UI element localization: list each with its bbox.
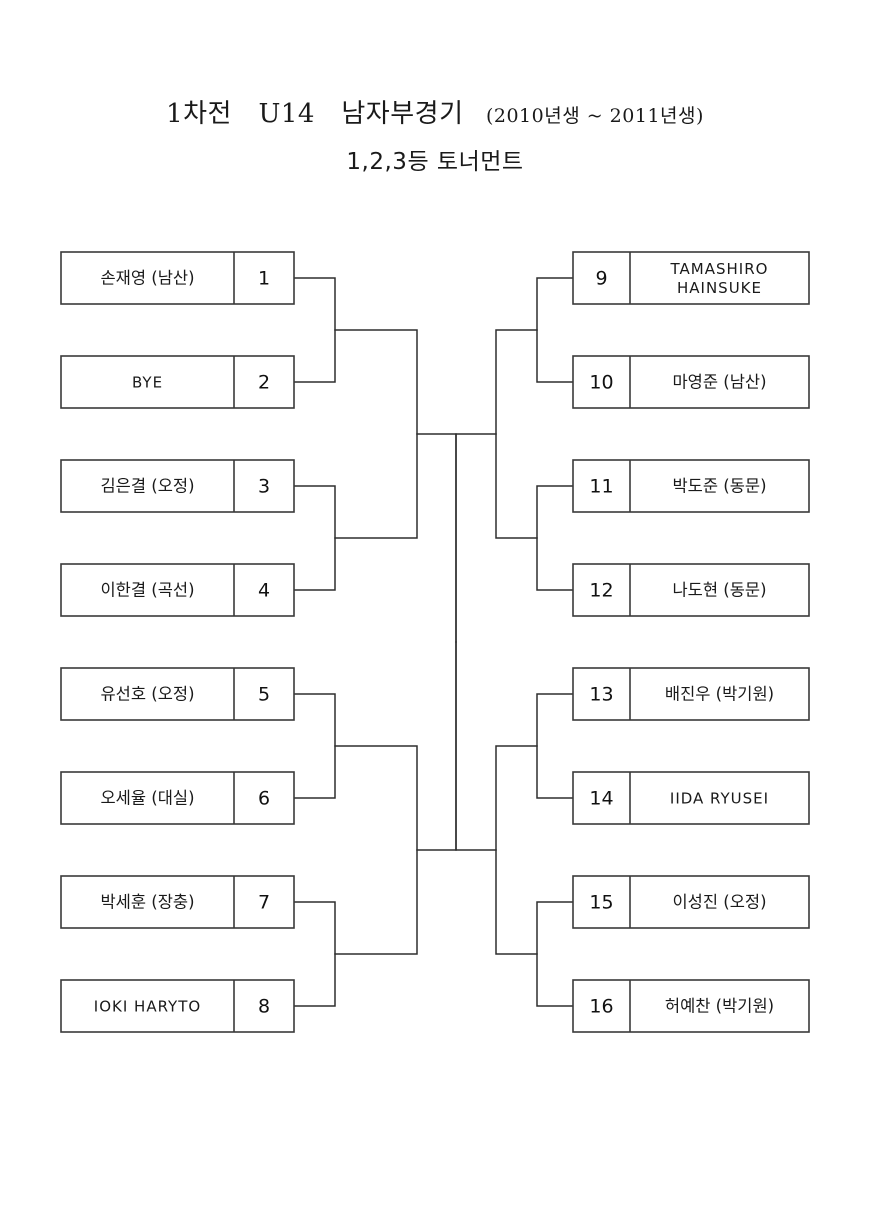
slot-player-name: IOKI HARYTO [94, 998, 201, 1016]
connector-left-round2 [334, 745, 418, 955]
slot-player-name: 김은결 (오정) [100, 477, 194, 496]
slot-box-outline [60, 771, 295, 825]
connector-left-round3 [416, 433, 457, 851]
slot-box-outline [60, 875, 295, 929]
bracket-slot[interactable]: 15 이성진 (오정) [572, 875, 810, 929]
slot-player-name: TAMASHIRO [670, 260, 769, 278]
slot-box-outline [572, 979, 810, 1033]
slot-box-outline [572, 459, 810, 513]
slot-player-name: 오세율 (대실) [100, 789, 194, 808]
slot-box-outline [60, 251, 295, 305]
bracket-slot[interactable]: 1 손재영 (남산) [60, 251, 295, 305]
slot-box-outline [60, 355, 295, 409]
slot-seed-number: 4 [258, 580, 270, 602]
connector-right-round1 [536, 693, 574, 799]
slot-box-outline [572, 875, 810, 929]
slot-seed-number: 3 [258, 476, 270, 498]
slot-box-outline [572, 563, 810, 617]
connector-right-round1 [536, 901, 574, 1007]
bracket-slot[interactable]: 4 이한결 (곡선) [60, 563, 295, 617]
slot-seed-number: 5 [258, 684, 270, 706]
connector-left-round1 [293, 901, 336, 1007]
slot-seed-number: 10 [589, 372, 613, 394]
slot-player-name: IIDA RYUSEI [670, 790, 769, 808]
slot-player-name: 손재영 (남산) [100, 269, 194, 288]
title-division: U14 [258, 99, 315, 129]
bracket-slot[interactable]: 13 배진우 (박기원) [572, 667, 810, 721]
title-line-primary: 1차전 U14 남자부경기 (2010년생 ~ 2011년생) [0, 98, 870, 131]
bracket-connector-lines [293, 277, 574, 1007]
bracket-slot[interactable]: 7 박세훈 (장충) [60, 875, 295, 929]
bracket-slot[interactable]: 14 IIDA RYUSEI [572, 771, 810, 825]
slot-seed-number: 9 [595, 268, 607, 290]
slot-player-name: 박도준 (동문) [672, 477, 766, 496]
slot-seed-number: 13 [589, 684, 613, 706]
connector-right-round3 [455, 433, 497, 851]
slot-player-name: 유선호 (오정) [100, 685, 194, 704]
bracket-slot[interactable]: 8 IOKI HARYTO [60, 979, 295, 1033]
slot-seed-number: 11 [589, 476, 613, 498]
title-event: 남자부경기 [341, 99, 464, 129]
connector-right-round1 [536, 485, 574, 591]
title-prefix: 1차전 [166, 99, 232, 129]
connector-right-round2 [495, 329, 538, 539]
slot-seed-number: 8 [258, 996, 270, 1018]
slot-box-outline [572, 355, 810, 409]
bracket-slot-boxes: 1 손재영 (남산) 2 BYE 3 김은결 (오정) 4 이한결 (곡선) 5 유선호 (오정)… [60, 251, 810, 1033]
bracket-slot[interactable]: 10 마영준 (남산) [572, 355, 810, 409]
bracket-slot[interactable]: 12 나도현 (동문) [572, 563, 810, 617]
title-age-range: (2010년생 ~ 2011년생) [485, 105, 704, 127]
bracket-slot[interactable]: 3 김은결 (오정) [60, 459, 295, 513]
bracket-slot[interactable]: 11 박도준 (동문) [572, 459, 810, 513]
slot-box-outline [572, 771, 810, 825]
slot-box-outline [572, 251, 810, 305]
slot-player-name: 배진우 (박기원) [665, 685, 774, 704]
slot-box-outline [572, 667, 810, 721]
slot-player-name: HAINSUKE [677, 279, 762, 297]
slot-box-outline [60, 979, 295, 1033]
slot-seed-number: 6 [258, 788, 270, 810]
slot-player-name: 이한결 (곡선) [100, 581, 194, 600]
bracket-slot[interactable]: 16 허예찬 (박기원) [572, 979, 810, 1033]
slot-seed-number: 14 [589, 788, 613, 810]
slot-box-outline [60, 563, 295, 617]
slot-seed-number: 7 [258, 892, 270, 914]
connector-left-round1 [293, 277, 336, 383]
slot-player-name: 박세훈 (장충) [100, 893, 194, 912]
connector-left-round1 [293, 485, 336, 591]
slot-player-name: BYE [132, 374, 163, 392]
slot-seed-number: 2 [258, 372, 270, 394]
slot-player-name: 나도현 (동문) [672, 581, 766, 600]
bracket-slot[interactable]: 2 BYE [60, 355, 295, 409]
slot-seed-number: 16 [589, 996, 613, 1018]
slot-player-name: 마영준 (남산) [672, 373, 766, 392]
connector-left-round2 [334, 329, 418, 539]
slot-player-name: 허예찬 (박기원) [665, 997, 774, 1016]
bracket-slot[interactable]: 5 유선호 (오정) [60, 667, 295, 721]
bracket-slot[interactable]: 6 오세율 (대실) [60, 771, 295, 825]
slot-seed-number: 15 [589, 892, 613, 914]
slot-box-outline [60, 459, 295, 513]
connector-right-round1 [536, 277, 574, 383]
slot-seed-number: 12 [589, 580, 613, 602]
connector-left-round1 [293, 693, 336, 799]
slot-seed-number: 1 [258, 268, 270, 290]
slot-box-outline [60, 667, 295, 721]
page-subtitle: 1,2,3등 토너먼트 [346, 148, 524, 175]
page-title: 1차전 U14 남자부경기 (2010년생 ~ 2011년생) 1,2,3등 토… [0, 98, 870, 176]
slot-player-name: 이성진 (오정) [672, 893, 766, 912]
connector-right-round2 [495, 745, 538, 955]
